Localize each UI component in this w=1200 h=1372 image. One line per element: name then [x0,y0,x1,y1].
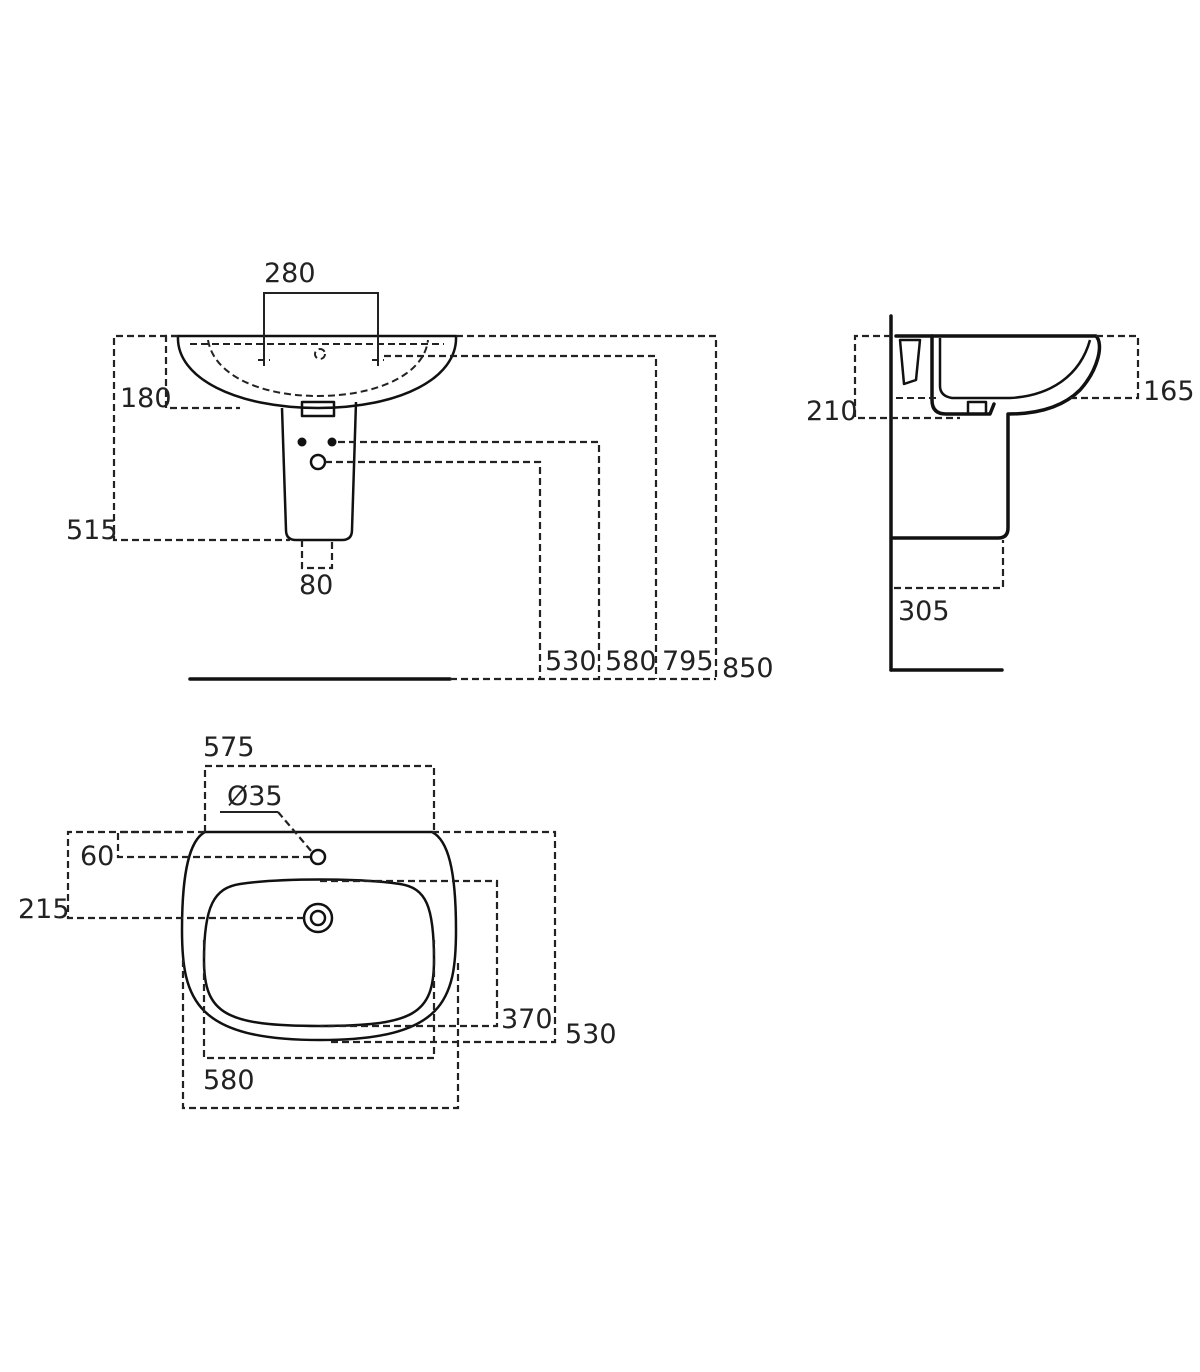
front-supply-dot-left [297,437,307,447]
dim-515-label: 515 [66,515,118,546]
dim-210-line [853,334,960,420]
dim-280-label: 280 [264,258,316,289]
basin-plan-outer [180,830,458,1042]
dim-370-line [320,879,499,1028]
dim-530-plan-label: 530 [565,1019,617,1050]
dim-575-label: 575 [203,732,255,763]
dim-515-line [112,334,290,542]
dim-575-line [203,764,436,832]
dim-60-label: 60 [80,841,114,872]
dim-580-label: 580 [605,646,657,677]
front-waste-block [300,400,336,418]
dim-530-label: 530 [545,646,597,677]
dim-530-plan-line [330,830,557,1044]
dim-795-label: 795 [662,646,714,677]
dim-inner-box-line [202,940,436,1060]
dim-850-label: 850 [722,653,774,684]
dim-165-label: 165 [1143,376,1195,407]
front-view: 280 180 515 80 530 580 795 850 [66,258,774,684]
dim-210-label: 210 [806,396,858,427]
front-supply-dot-right [327,437,337,447]
dim-280-line [263,292,379,364]
dim-530-line [325,460,542,679]
dim-215-label: 215 [18,894,70,925]
basin-side-inner [930,334,996,416]
basin-plan-bowl [202,878,436,1028]
dim-165-line [1070,334,1140,400]
basin-front-outline [176,334,458,410]
dim-d35-leader-dashed [277,811,313,853]
dim-80-line [300,540,334,570]
pedestal-front-outline [280,401,358,542]
dim-180-label: 180 [120,383,172,414]
plan-waste-inner [309,909,327,927]
dim-580-line [338,440,601,679]
dim-370-label: 370 [501,1004,553,1035]
basin-side-bowl [938,338,1092,400]
dim-850-line [456,334,718,679]
side-view: 210 165 305 [806,314,1195,672]
dim-80-label: 80 [299,570,333,601]
basin-side-tap [898,338,922,386]
dim-305-label: 305 [898,596,950,627]
plan-tap-hole [309,848,327,866]
plan-view: 575 Ø35 60 215 370 530 580 [18,732,617,1110]
dim-580-plan-line [181,960,460,1110]
front-waste-circle [309,453,327,471]
basin-side-waste [966,400,988,416]
dim-215-line [66,830,304,920]
basin-front-bowl-hidden [207,339,429,398]
basin-side-outer [891,334,1102,540]
dim-305-line [894,540,1005,590]
front-overflow-hole [314,348,326,360]
dim-d35-label: Ø35 [227,781,283,812]
dim-580-plan-label: 580 [203,1065,255,1096]
dim-795-line [384,354,658,679]
dim-60-line [116,830,310,859]
